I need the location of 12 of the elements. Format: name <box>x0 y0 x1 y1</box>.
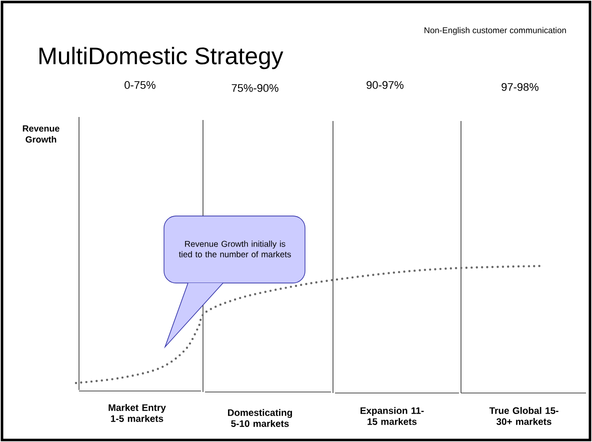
percent-label: 75%-90% <box>232 84 278 92</box>
note: Non-English customer communication <box>424 27 566 35</box>
speech-bubble: Revenue Growth initially is tied to the number of markets <box>164 216 306 349</box>
percent-label: 97-98% <box>502 83 538 91</box>
axis-label: Revenue Growth <box>22 125 60 143</box>
percent-label: 90-97% <box>366 81 404 89</box>
title: MultiDomestic Strategy <box>40 46 284 70</box>
phase-label: Market Entry 1-5 markets <box>108 404 166 422</box>
phase-label: Expansion 11-15 markets <box>360 407 424 425</box>
phase-label: True Global 15-30+ markets <box>489 407 558 425</box>
percent-label: 0-75% <box>124 81 156 89</box>
phase-label: Domesticating 5-10 markets <box>228 409 292 427</box>
